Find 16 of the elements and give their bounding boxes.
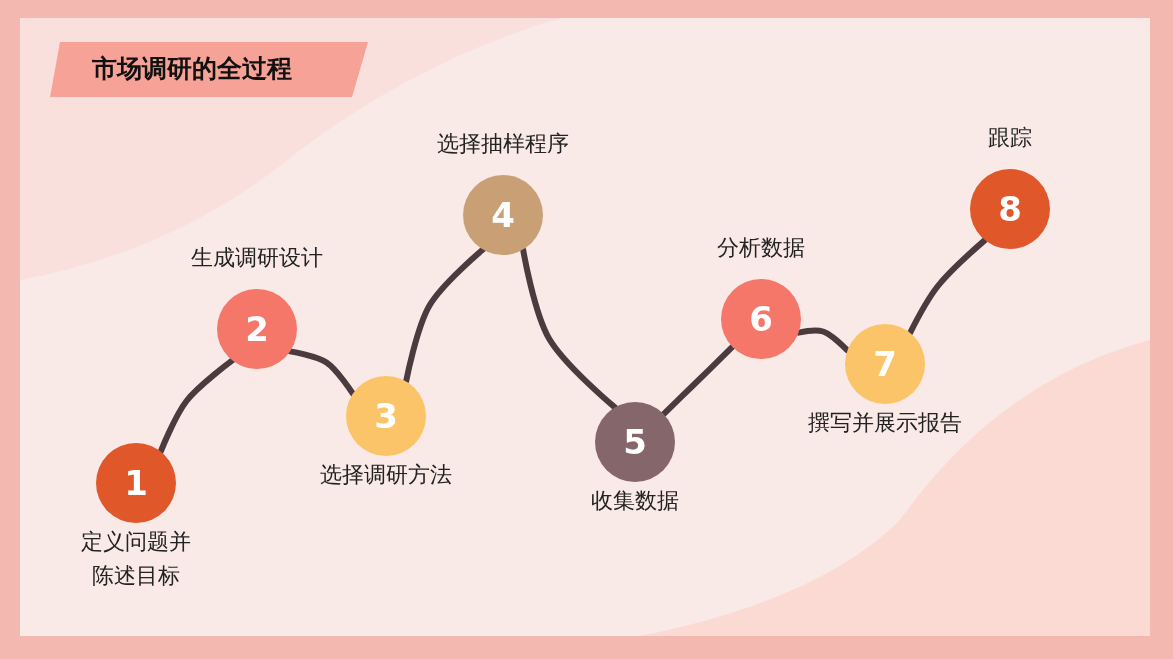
- step-label: 生成调研设计: [190, 244, 324, 272]
- connector-line: [520, 246, 618, 411]
- step-label: 选择调研方法: [319, 461, 453, 489]
- connector-line: [907, 237, 988, 336]
- title: 市场调研的全过程: [92, 53, 292, 85]
- step-label: 跟踪: [987, 124, 1033, 152]
- step-label: 撰写并展示报告: [807, 409, 963, 437]
- step-label: 定义问题并陈述目标: [80, 528, 192, 590]
- connector-line: [795, 327, 851, 354]
- step-label: 分析数据: [716, 234, 806, 262]
- connector-line: [157, 357, 236, 455]
- step-label: 收集数据: [590, 487, 680, 515]
- connector-line: [660, 343, 736, 418]
- step-label: 选择抽样程序: [436, 130, 570, 158]
- connector-line: [287, 348, 356, 397]
- connector-line: [403, 246, 486, 385]
